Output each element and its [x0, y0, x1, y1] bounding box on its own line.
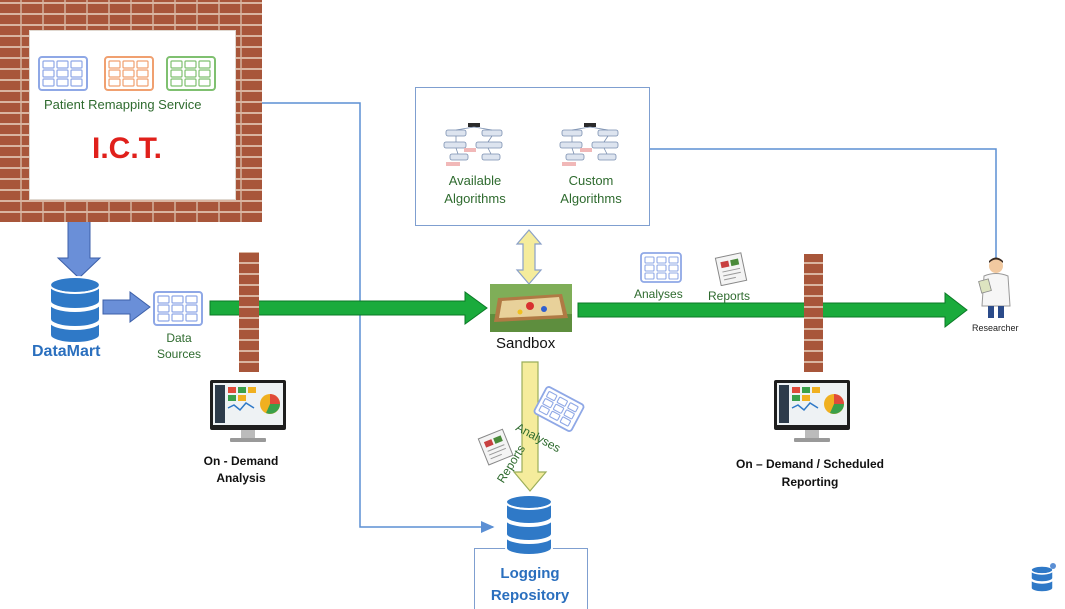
logging-box [474, 548, 588, 609]
logging-repository-label: Logging Repository [474, 563, 586, 607]
report-icon [477, 428, 514, 466]
on-demand-analysis-label: On - Demand Analysis [186, 453, 296, 487]
logo-database-icon [1030, 563, 1056, 593]
researcher-algorithm-connector [626, 143, 997, 258]
table-icon [153, 291, 203, 326]
table-icon [166, 56, 216, 91]
sandbox-to-researcher-arrow [577, 291, 968, 329]
flowchart-icon [443, 123, 503, 166]
database-icon [505, 494, 553, 556]
researcher-icon [978, 257, 1011, 318]
monitor-dashboard-icon [774, 380, 850, 442]
logging-line2: Repository [490, 587, 570, 604]
monitor-dashboard-icon [210, 380, 286, 442]
table-icon [38, 56, 88, 91]
available-algorithms-line2: Algorithms [444, 191, 506, 206]
table-icon [104, 56, 154, 91]
sandbox-algorithms-double-arrow [515, 229, 543, 285]
researcher-label: Researcher [972, 323, 1019, 333]
datamart-label: DataMart [32, 343, 101, 360]
on-demand-line1: On - Demand [203, 454, 279, 468]
table-icon [640, 252, 682, 283]
scheduled-reporting-label: On – Demand / Scheduled Reporting [712, 455, 908, 491]
database-icon [49, 276, 101, 344]
flowchart-icon [559, 123, 619, 166]
custom-algorithms-line1: Custom [568, 173, 614, 188]
data-sources-label: Data Sources [150, 330, 208, 362]
data-sources-line2: Sources [156, 347, 202, 361]
scheduled-line2: Reporting [781, 475, 839, 489]
ict-title: I.C.T. [92, 132, 163, 165]
custom-algorithms-line2: Algorithms [560, 191, 622, 206]
patient-remapping-service-label: Patient Remapping Service [44, 97, 202, 112]
reports-right-label: Reports [708, 289, 751, 303]
datamart-to-sources-arrow [102, 291, 151, 323]
ict-to-datamart-arrow [56, 219, 102, 279]
brick-pillar-right [804, 254, 823, 372]
custom-algorithms-label: Custom Algorithms [541, 172, 641, 208]
brick-pillar-left [239, 252, 259, 372]
on-demand-line2: Analysis [216, 471, 266, 485]
sandbox-label: Sandbox [496, 335, 556, 352]
data-sources-line1: Data [166, 331, 192, 345]
available-algorithms-line1: Available [448, 173, 502, 188]
logging-line1: Logging [500, 565, 560, 582]
sandbox-to-logging-arrow [512, 361, 548, 492]
ict-tables [38, 56, 216, 91]
analyses-right-label: Analyses [634, 287, 683, 301]
report-icon [714, 252, 748, 286]
sandbox-icon [490, 284, 572, 332]
scheduled-line1: On – Demand / Scheduled [735, 457, 885, 471]
available-algorithms-label: Available Algorithms [425, 172, 525, 208]
table-icon [533, 386, 585, 432]
